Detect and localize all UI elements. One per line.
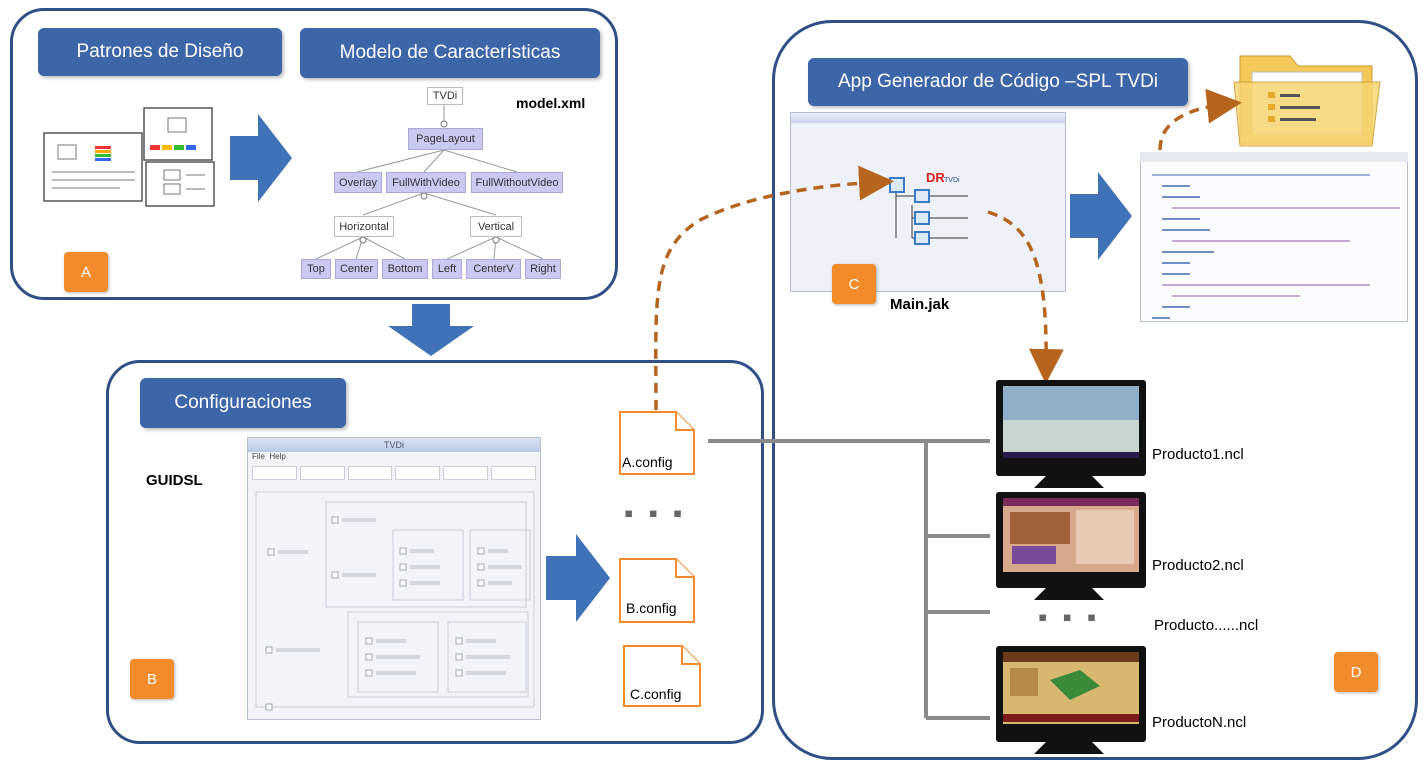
toolbar-button[interactable] bbox=[299, 466, 345, 480]
title-configuraciones: Configuraciones bbox=[140, 378, 346, 428]
feature-node-fullwithvideo: FullWithVideo bbox=[386, 172, 466, 193]
guidsl-toolbar bbox=[252, 466, 536, 480]
product-ellipsis-label[interactable]: Producto......ncl bbox=[1154, 617, 1259, 634]
svg-text:DR: DR bbox=[926, 170, 945, 185]
badge-d: D bbox=[1334, 652, 1378, 692]
feature-node-horizontal: Horizontal bbox=[334, 216, 394, 237]
toolbar-button[interactable] bbox=[395, 466, 441, 480]
product-1-label[interactable]: Producto1.ncl bbox=[1152, 446, 1244, 463]
feature-node-vertical: Vertical bbox=[470, 216, 522, 237]
feature-node-center: Center bbox=[335, 259, 378, 279]
feature-node-overlay: Overlay bbox=[334, 172, 382, 193]
guidsl-window: TVDi File Help bbox=[247, 437, 541, 720]
title-modelo-de-caracteristicas: Modelo de Características bbox=[300, 28, 600, 78]
menu-file[interactable]: File bbox=[252, 452, 265, 461]
toolbar-button[interactable] bbox=[252, 466, 297, 480]
toolbar-button[interactable] bbox=[347, 466, 393, 480]
feature-node-root: TVDi bbox=[427, 87, 463, 105]
feature-node-bottom: Bottom bbox=[382, 259, 428, 279]
svg-text:TVDi: TVDi bbox=[944, 177, 960, 184]
title-app-generador: App Generador de Código –SPL TVDi bbox=[808, 58, 1188, 106]
generator-app-titlebar bbox=[791, 113, 1065, 123]
config-file-b[interactable]: B.config bbox=[626, 600, 677, 616]
badge-a: A bbox=[64, 252, 108, 292]
toolbar-button[interactable] bbox=[491, 466, 536, 480]
guidsl-feature-checkboxes bbox=[255, 491, 535, 711]
badge-c: C bbox=[832, 264, 876, 304]
main-jak-label: Main.jak bbox=[890, 296, 950, 313]
title-patrones-de-diseno: Patrones de Diseño bbox=[38, 28, 282, 76]
badge-b: B bbox=[130, 659, 174, 699]
model-xml-label: model.xml bbox=[516, 95, 586, 111]
feature-node-pagelayout: PageLayout bbox=[408, 128, 483, 150]
tv-monitor-n bbox=[996, 646, 1146, 754]
ncl-code-window bbox=[1140, 152, 1408, 322]
tv-monitor-1 bbox=[996, 380, 1146, 488]
product-2-label[interactable]: Producto2.ncl bbox=[1152, 557, 1244, 574]
feature-node-right: Right bbox=[525, 259, 561, 279]
feature-node-centerv: CenterV bbox=[466, 259, 521, 279]
product-n-label[interactable]: ProductoN.ncl bbox=[1152, 714, 1247, 731]
tv-monitor-2 bbox=[996, 492, 1146, 600]
guidsl-window-menubar: File Help bbox=[248, 452, 540, 464]
feature-node-left: Left bbox=[432, 259, 462, 279]
toolbar-button[interactable] bbox=[443, 466, 489, 480]
product-ellipsis: ▪ ▪ ▪ bbox=[1038, 602, 1101, 632]
feature-node-fullwithoutvideo: FullWithoutVideo bbox=[471, 172, 563, 193]
config-file-c[interactable]: C.config bbox=[630, 686, 682, 702]
menu-help[interactable]: Help bbox=[269, 452, 286, 461]
config-file-a[interactable]: A.config bbox=[622, 454, 673, 470]
guidsl-label: GUIDSL bbox=[146, 472, 203, 489]
guidsl-window-titlebar: TVDi bbox=[248, 438, 540, 452]
config-ellipsis: ▪ ▪ ▪ bbox=[624, 498, 687, 528]
feature-node-top: Top bbox=[301, 259, 331, 279]
